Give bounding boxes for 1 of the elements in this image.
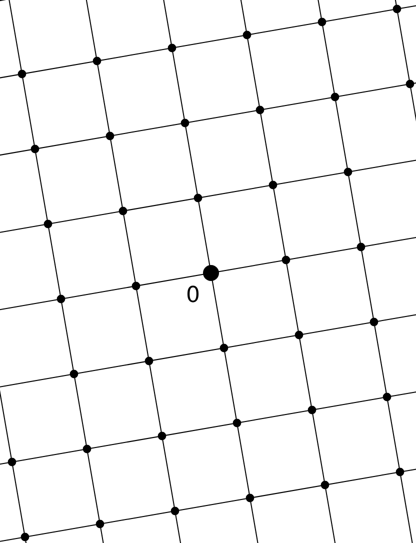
origin-label: 0 — [186, 285, 200, 307]
